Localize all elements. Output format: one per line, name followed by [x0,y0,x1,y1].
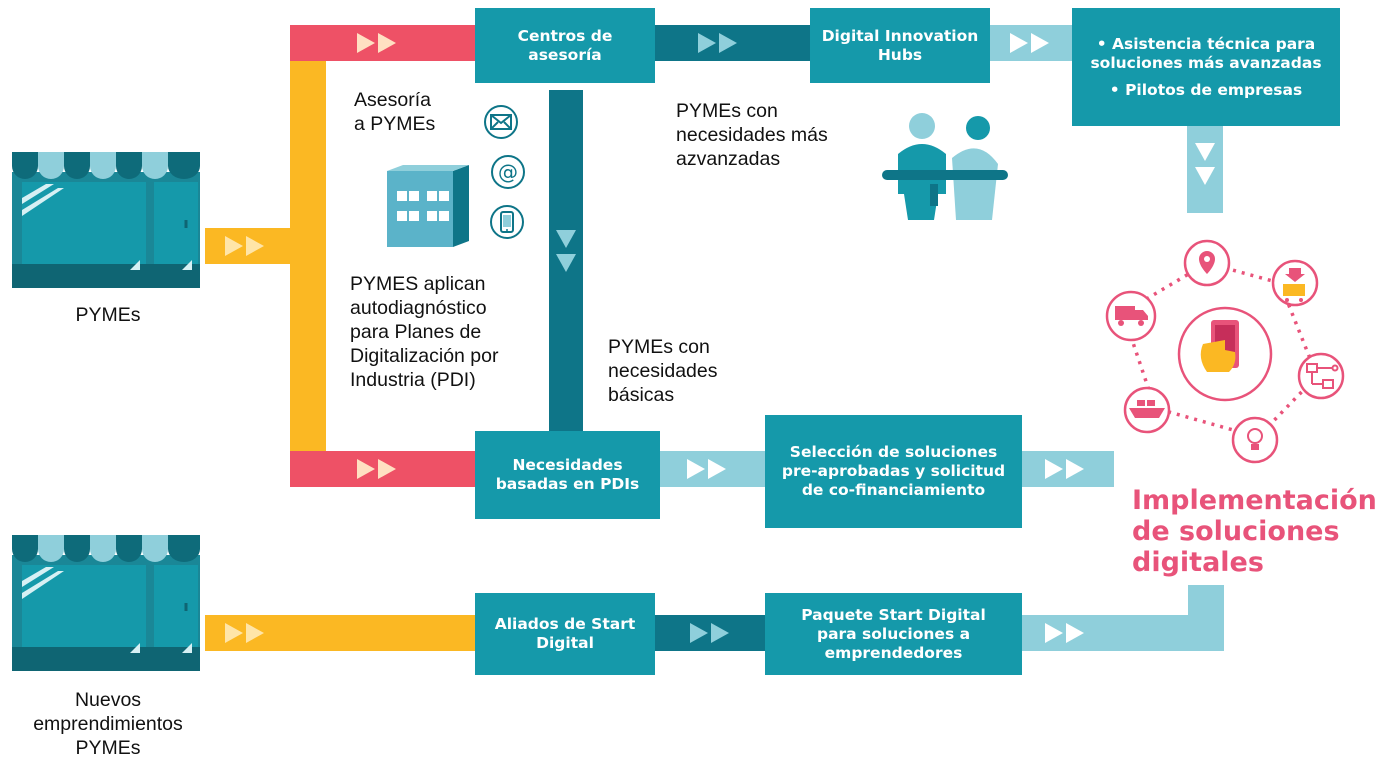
lightbulb-icon [1231,416,1279,464]
label-necesidades-avanzadas: PYMEs con necesidades más azvanzadas [676,99,828,171]
node-necesidades-pdi: Necesidades basadas en PDIs [475,431,660,519]
node-label: Digital Innovation Hubs [821,26,979,64]
hand-phone-icon [1200,320,1239,372]
label-pymes: PYMEs [75,304,141,326]
bullet-pilotos: • Pilotos de empresas [1109,80,1303,99]
arrow-pair [1045,623,1084,643]
label-nuevos-emprendimientos: Nuevos emprendimientos PYMEs [8,688,208,760]
label-line: Nuevos [74,689,142,711]
arrow-pair [690,623,729,643]
ship-icon [1123,386,1171,434]
arrow-pair [1010,33,1049,53]
network-icon [1297,352,1345,400]
node-label: Selección de soluciones pre-aprobadas y … [781,443,1006,499]
bullet-asistencia: • Asistencia técnica para soluciones más… [1090,34,1322,72]
label-line: necesidades más [676,124,828,146]
label-line: necesidades [608,360,718,382]
envelope-icon [484,105,518,139]
at-sign-icon: @ [491,155,525,189]
label-line: para Planes de [350,321,482,343]
label-line: Industria (PDI) [350,369,476,391]
node-label: Centros de asesoría [517,26,613,64]
arrow-pair [357,33,396,53]
label-asesoria: Asesoría a PYMEs [354,88,435,136]
arrow-pair [357,459,396,479]
connector-yellow-vertical [290,25,326,487]
node-label: Necesidades basadas en PDIs [495,456,640,493]
shopping-cart-icon [1271,259,1319,307]
arrow-pair [225,236,264,256]
label-autodiagnostico: PYMES aplican autodiagnóstico para Plane… [350,272,499,392]
label-line: Implementación [1132,485,1377,516]
label-line: básicas [608,384,675,406]
node-label: Paquete Start Digital para soluciones a … [801,605,986,662]
node-seleccion: Selección de soluciones pre-aprobadas y … [765,415,1022,528]
node-digital-innovation-hubs: Digital Innovation Hubs [810,8,990,83]
node-centros-asesoria: Centros de asesoría [475,8,655,83]
label-line: de soluciones [1132,516,1340,547]
arrow-pair [687,459,726,479]
arrow-pair [225,623,264,643]
arrow-pair [698,33,737,53]
svg-text:@: @ [498,160,518,184]
node-asistencia: • Asistencia técnica para soluciones más… [1072,8,1340,126]
label-line: digitales [1132,547,1264,578]
arrow-down-pair [556,230,576,272]
node-aliados: Aliados de Start Digital [475,593,655,675]
people-icon [882,113,1008,220]
connector-light-up [1188,585,1224,651]
building-icon [387,165,469,247]
node-label: Aliados de Start Digital [494,615,636,652]
location-pin-icon [1183,239,1231,287]
storefront-icon [12,535,200,671]
label-line: PYMES aplican [350,273,486,295]
label-line: PYMEs con [608,336,710,358]
label-line: emprendimientos [33,713,183,735]
smartphone-icon [490,205,524,239]
label-line: PYMEs con [676,100,778,122]
label-line: autodiagnóstico [350,297,487,319]
label-line: PYMEs [75,737,141,759]
node-paquete: Paquete Start Digital para soluciones a … [765,593,1022,675]
label-line: Asesoría [354,89,431,111]
label-line: a PYMEs [354,113,436,135]
implementation-cluster [1105,239,1345,464]
arrow-down-pair [1195,143,1215,185]
label-line: Digitalización por [350,345,499,367]
truck-icon [1105,290,1157,342]
label-necesidades-basicas: PYMEs con necesidades básicas [608,335,718,407]
arrow-pair [1045,459,1084,479]
storefront-icon [12,152,200,288]
label-line: azvanzadas [676,148,781,170]
label-implementacion: Implementación de soluciones digitales [1132,485,1377,578]
